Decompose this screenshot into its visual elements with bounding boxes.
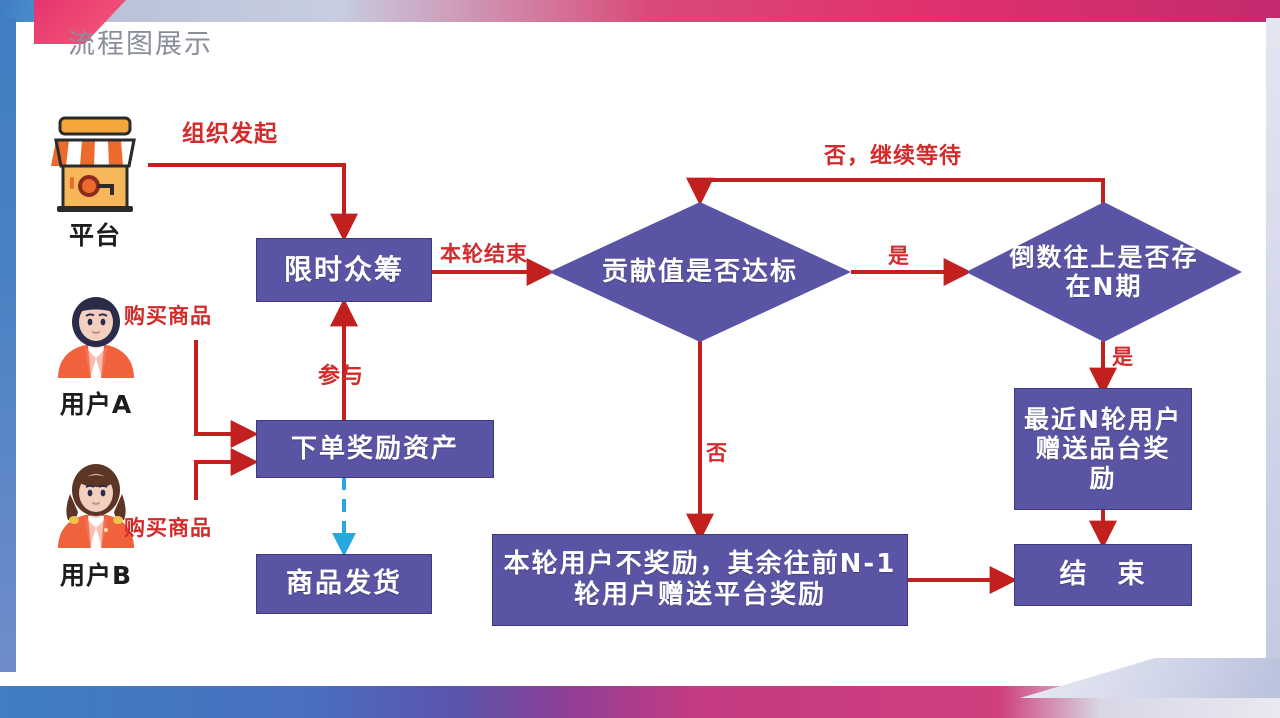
edge-label-buy-goods-a: 购买商品	[124, 304, 212, 328]
right-accent-bar	[1266, 18, 1280, 684]
edge-label-yes-2: 是	[1112, 345, 1134, 369]
actor-label-user-b: 用户B	[59, 561, 133, 590]
node-n-period-check-label: 倒数往上是否存在N期	[1009, 243, 1199, 301]
user-avatar-b-icon	[58, 464, 134, 548]
node-end[interactable]: 结 束	[1014, 544, 1192, 606]
storefront-icon	[51, 116, 136, 212]
edge-label-yes-1: 是	[888, 244, 910, 268]
left-accent-bar	[0, 18, 16, 672]
top-accent-bar	[70, 0, 1280, 22]
page-title: 流程图展示	[68, 29, 213, 60]
node-shipping[interactable]: 商品发货	[256, 554, 432, 614]
node-contribution-check-label: 贡献值是否达标	[601, 256, 798, 287]
node-no-reward-this-round[interactable]: 本轮用户不奖励，其余往前N-1轮用户赠送平台奖励	[492, 534, 908, 626]
edge-label-no-1: 否	[706, 441, 728, 465]
node-crowdfunding[interactable]: 限时众筹	[256, 238, 432, 302]
node-recent-n-reward[interactable]: 最近N轮用户赠送品台奖励	[1014, 388, 1192, 510]
user-avatar-a-icon	[58, 297, 134, 378]
node-n-period-check[interactable]: 倒数往上是否存在N期	[966, 202, 1242, 342]
edge-label-organize-launch: 组织发起	[182, 121, 278, 147]
edge-label-buy-goods-b: 购买商品	[124, 516, 212, 540]
edge-label-round-end: 本轮结束	[440, 242, 528, 266]
edge-label-no-continue-wait: 否，继续等待	[824, 144, 963, 169]
actor-label-user-a: 用户A	[59, 390, 133, 419]
node-order-reward[interactable]: 下单奖励资产	[256, 420, 494, 478]
edge-label-participate: 参与	[318, 364, 365, 389]
node-contribution-check[interactable]: 贡献值是否达标	[549, 202, 851, 342]
actor-label-platform: 平台	[68, 221, 121, 250]
